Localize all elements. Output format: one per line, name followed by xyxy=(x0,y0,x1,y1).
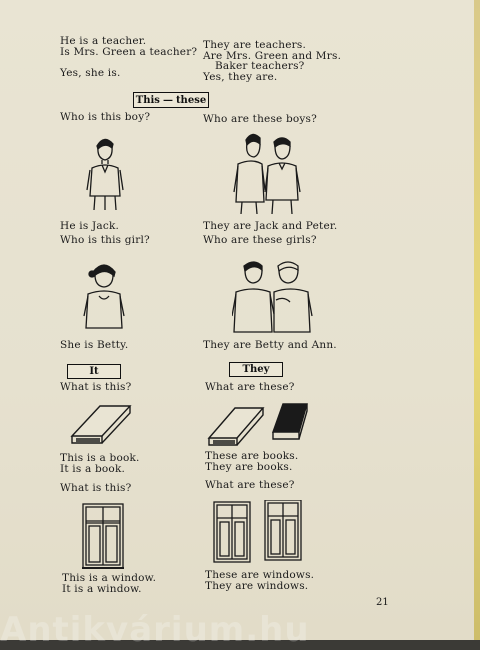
book-left-line-1: This is a book. xyxy=(60,452,140,464)
window-right-line-1: These are windows. xyxy=(205,569,315,581)
question-who-girl: Who is this girl? xyxy=(60,234,150,246)
answer-betty-and-ann: They are Betty and Ann. xyxy=(203,339,337,351)
book-illustration xyxy=(70,402,132,446)
question-what-this-2: What is this? xyxy=(60,482,132,494)
question-what-this-1: What is this? xyxy=(60,381,132,393)
this-label: This xyxy=(135,94,160,106)
book-right-line-2: They are books. xyxy=(205,461,293,473)
question-what-these-1: What are these? xyxy=(205,381,295,393)
it-label: It xyxy=(89,366,99,377)
two-windows-illustration xyxy=(213,500,305,566)
answer-he-is-jack: He is Jack. xyxy=(60,220,120,232)
window-left-line-2: It is a window. xyxy=(62,583,142,595)
watermark: Antikvárium.hu xyxy=(0,610,310,650)
right-top-line-1: They are teachers. xyxy=(203,39,306,51)
window-illustration xyxy=(82,503,124,569)
book-right-line-1: These are books. xyxy=(205,450,299,462)
page-edge xyxy=(474,0,480,640)
this-these-label-box: This — these xyxy=(133,92,209,108)
question-who-boy: Who is this boy? xyxy=(60,111,151,123)
window-left-line-1: This is a window. xyxy=(62,572,157,584)
it-label-box: It xyxy=(67,364,121,379)
right-top-line-2: Are Mrs. Green and Mrs. xyxy=(203,50,342,62)
two-boys-illustration xyxy=(232,130,304,216)
they-label-box: They xyxy=(229,362,283,377)
question-what-these-2: What are these? xyxy=(205,479,295,491)
left-top-line-3: Yes, she is. xyxy=(60,67,121,79)
left-top-line-2: Is Mrs. Green a teacher? xyxy=(60,46,198,58)
left-top-line-1: He is a teacher. xyxy=(60,35,147,47)
two-girls-illustration xyxy=(232,256,316,336)
they-label: They xyxy=(242,364,270,375)
question-who-boys: Who are these boys? xyxy=(203,113,317,125)
page-number: 21 xyxy=(376,597,389,608)
dash-separator: — xyxy=(162,94,173,106)
these-label: these xyxy=(175,94,207,106)
book-left-line-2: It is a book. xyxy=(60,463,126,475)
window-right-line-2: They are windows. xyxy=(205,580,309,592)
question-who-girls: Who are these girls? xyxy=(203,234,317,246)
right-top-line-3: Baker teachers? xyxy=(215,60,305,72)
answer-she-is-betty: She is Betty. xyxy=(60,339,129,351)
right-top-line-4: Yes, they are. xyxy=(203,71,278,83)
answer-jack-and-peter: They are Jack and Peter. xyxy=(203,220,338,232)
boy-illustration xyxy=(80,132,130,212)
girl-illustration xyxy=(80,258,130,336)
two-books-illustration xyxy=(207,402,309,448)
